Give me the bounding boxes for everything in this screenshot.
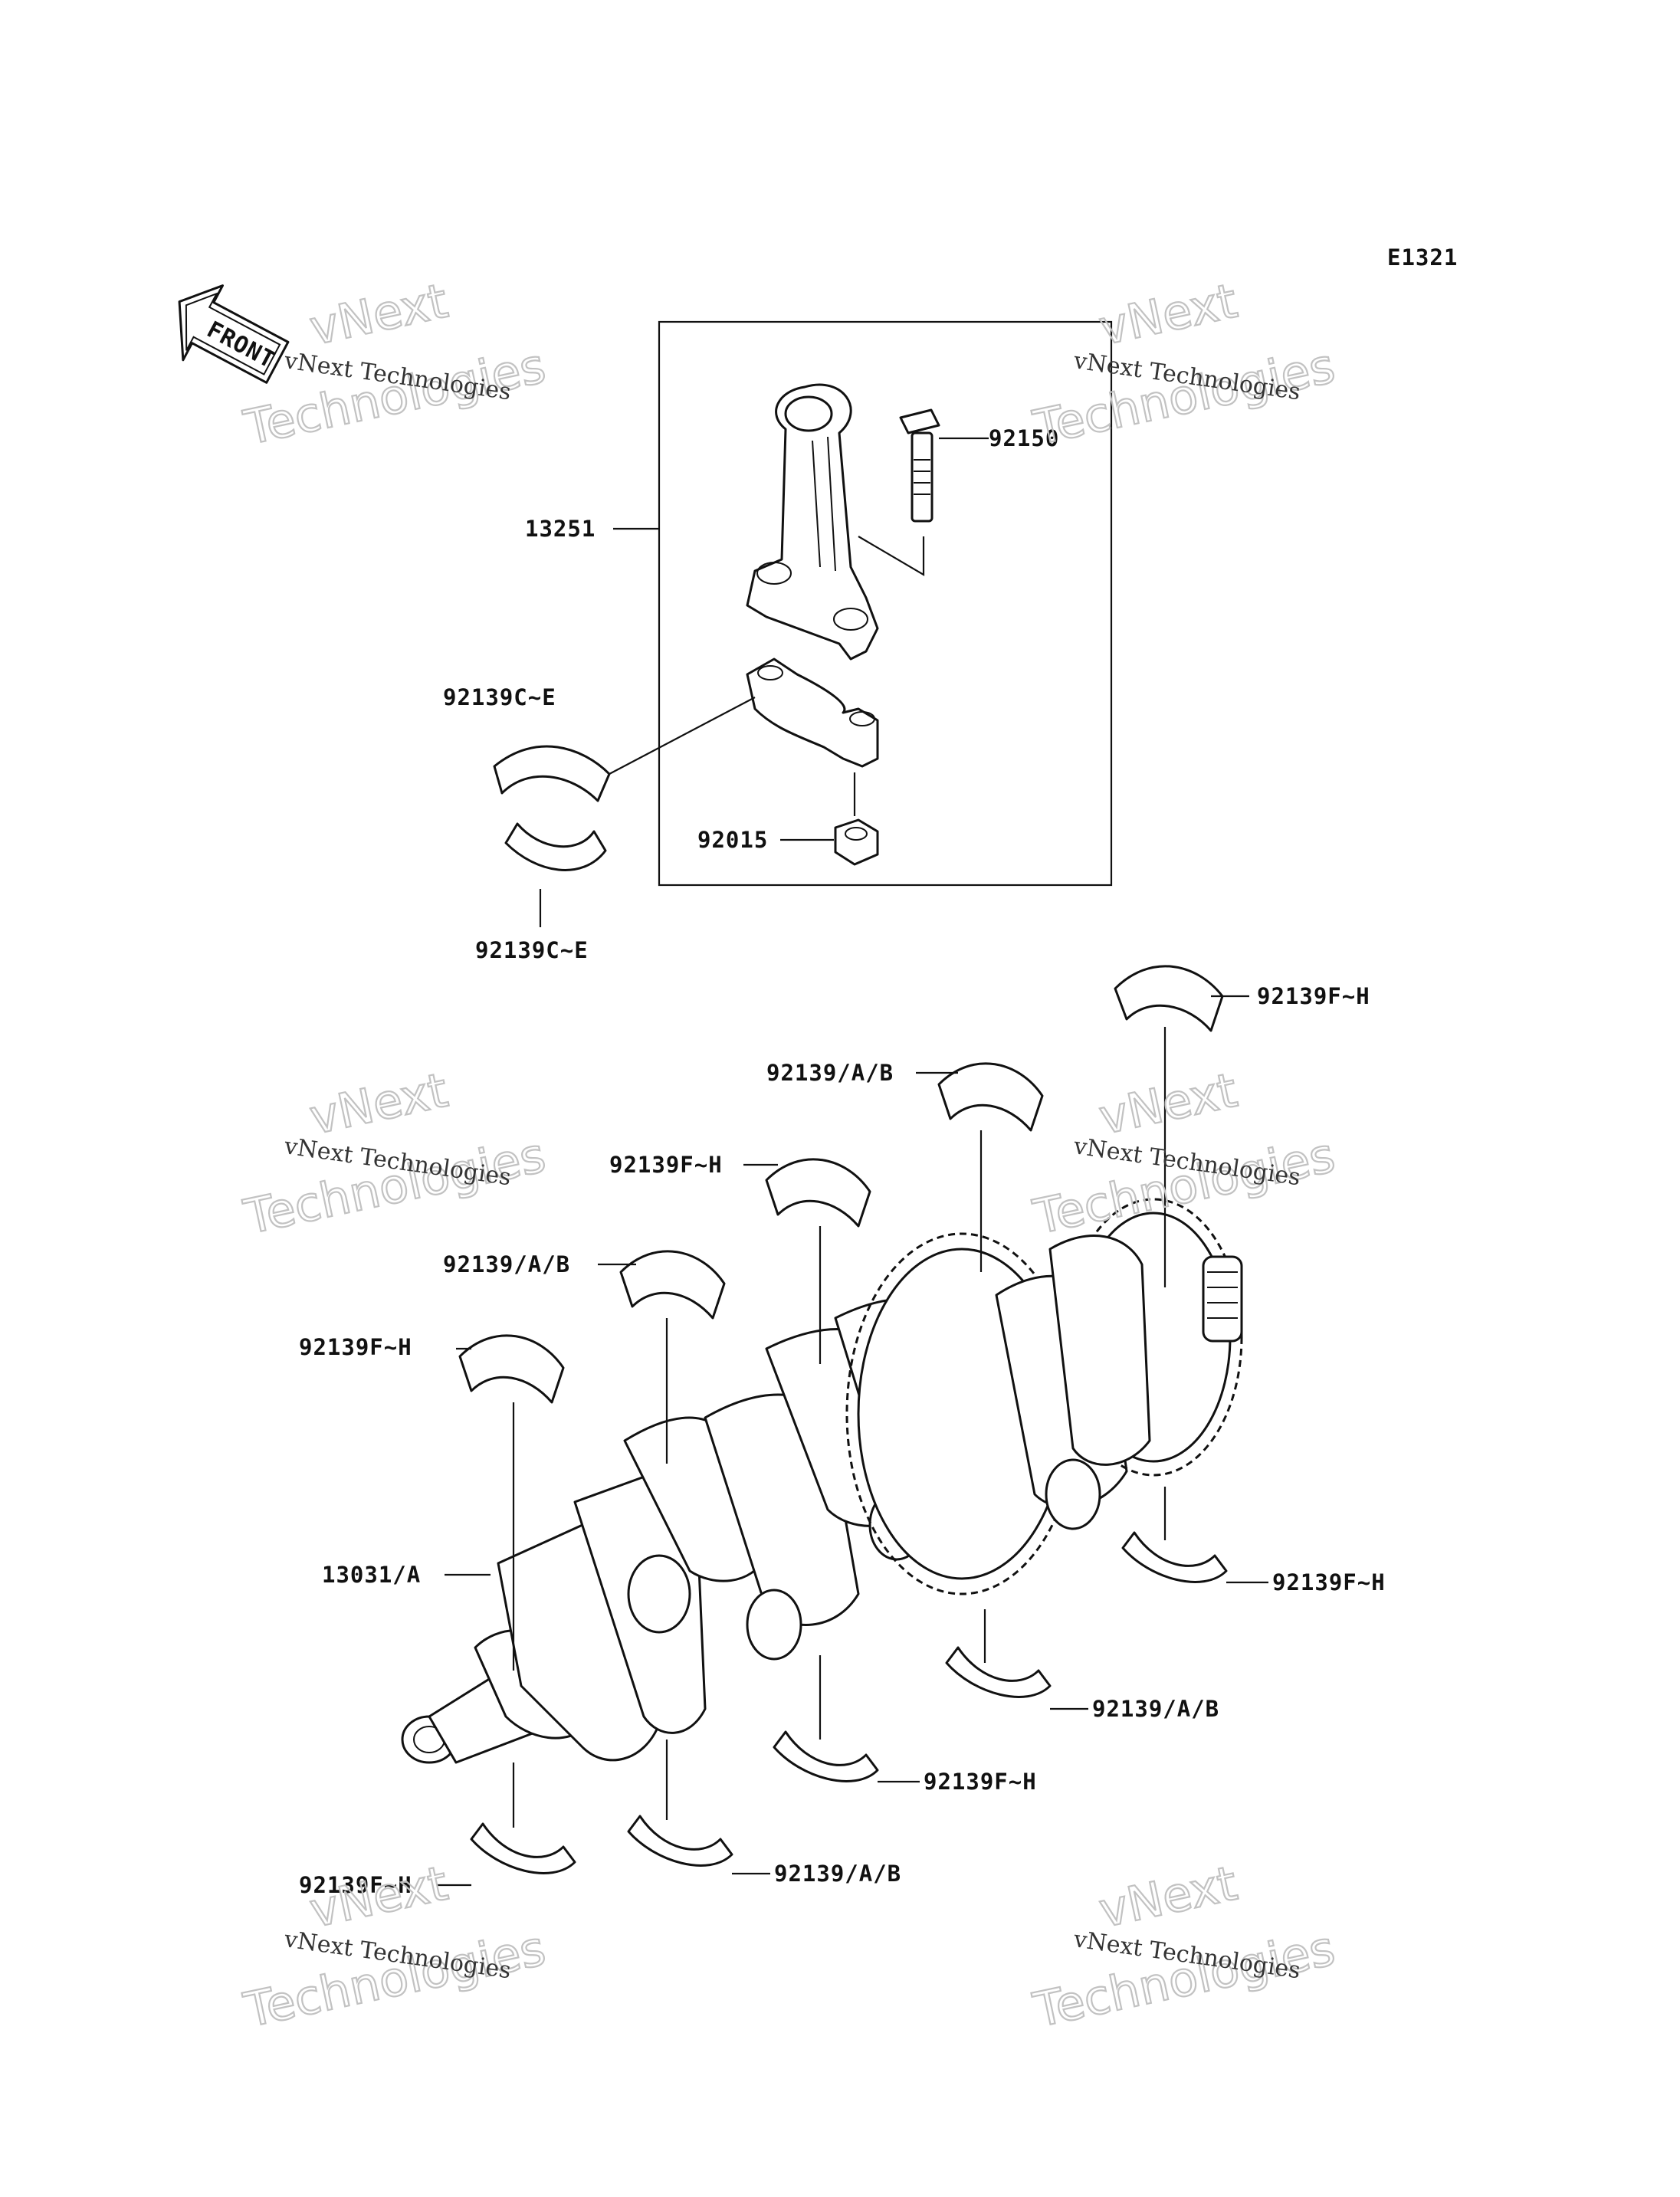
label-main-bearing-fh-1: 92139F~H bbox=[1257, 983, 1370, 1009]
main-bearing-lower-1-icon bbox=[1121, 1531, 1228, 1583]
label-main-bearing-ab-1: 92139/A/B bbox=[766, 1060, 894, 1086]
label-main-bearing-fh-6: 92139F~H bbox=[299, 1872, 412, 1898]
main-bearing-upper-3-icon bbox=[765, 1158, 871, 1228]
main-bearing-lower-3-icon bbox=[773, 1730, 879, 1782]
main-bearing-upper-2-icon bbox=[937, 1062, 1044, 1132]
conrod-nut-icon bbox=[834, 818, 879, 866]
watermark-middle-right: vNext Technologies vNext Technologies bbox=[1028, 1061, 1340, 1246]
label-main-bearing-fh-4: 92139F~H bbox=[1272, 1569, 1386, 1595]
conrod-bearing-lower-icon bbox=[504, 822, 607, 871]
label-main-bearing-fh-3: 92139F~H bbox=[299, 1334, 412, 1360]
watermark-bottom-right: vNext Technologies vNext Technologies bbox=[1028, 1854, 1340, 2039]
watermark-top-left: vNext Technologies vNext Technologies bbox=[238, 272, 551, 457]
front-arrow-icon: FRONT bbox=[178, 284, 290, 384]
watermark-bottom-left: vNext Technologies vNext Technologies bbox=[238, 1854, 551, 2039]
watermark-top-right: vNext Technologies vNext Technologies bbox=[1028, 272, 1340, 457]
conrod-bolt-icon bbox=[899, 408, 940, 523]
diagram-code: E1321 bbox=[1387, 244, 1458, 271]
svg-text:vNext: vNext bbox=[305, 273, 452, 356]
label-main-bearing-fh-2: 92139F~H bbox=[609, 1152, 723, 1178]
label-conrod-bearing-lower: 92139C~E bbox=[475, 937, 589, 963]
label-conrod-nut: 92015 bbox=[697, 827, 768, 853]
svg-text:vNext: vNext bbox=[305, 1062, 452, 1146]
svg-text:vNext: vNext bbox=[1094, 1062, 1242, 1146]
conrod-assembly-box bbox=[658, 320, 1113, 887]
main-bearing-lower-4-icon bbox=[627, 1815, 733, 1867]
conrod-bearing-upper-icon bbox=[493, 745, 611, 802]
main-bearing-lower-5-icon bbox=[470, 1822, 576, 1874]
watermark-middle-left: vNext Technologies vNext Technologies bbox=[238, 1061, 551, 1246]
svg-text:vNext: vNext bbox=[1094, 1855, 1242, 1939]
main-bearing-upper-4-icon bbox=[619, 1250, 726, 1320]
svg-text:vNext: vNext bbox=[1094, 273, 1242, 356]
conrod-cap-icon bbox=[746, 657, 879, 768]
main-bearing-lower-2-icon bbox=[945, 1646, 1052, 1698]
label-main-bearing-ab-4: 92139/A/B bbox=[774, 1861, 901, 1887]
connecting-rod-icon bbox=[746, 383, 879, 661]
svg-text:vNext: vNext bbox=[305, 1855, 452, 1939]
crankshaft-icon bbox=[401, 1198, 1243, 1764]
main-bearing-upper-5-icon bbox=[458, 1334, 565, 1404]
label-conrod-bearing-upper: 92139C~E bbox=[443, 684, 556, 710]
label-main-bearing-ab-3: 92139/A/B bbox=[1092, 1696, 1219, 1722]
main-bearing-upper-1-icon bbox=[1114, 965, 1224, 1032]
label-conrod-bolt: 92150 bbox=[989, 425, 1059, 451]
label-main-bearing-ab-2: 92139/A/B bbox=[443, 1251, 570, 1277]
label-main-bearing-fh-5: 92139F~H bbox=[924, 1769, 1037, 1795]
label-crankshaft: 13031/A bbox=[322, 1562, 421, 1588]
label-conrod-assembly: 13251 bbox=[525, 516, 596, 542]
